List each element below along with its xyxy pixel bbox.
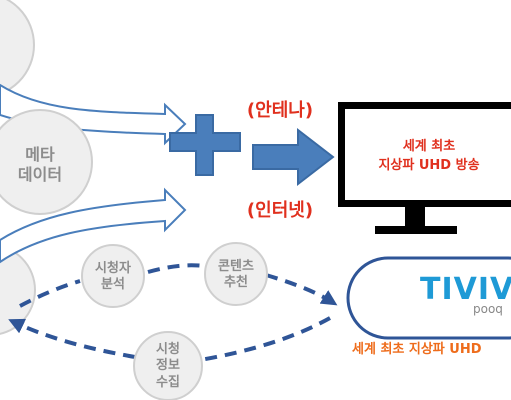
tv-stand (375, 226, 457, 234)
dashed-arrow-to-left (8, 318, 136, 359)
tv-screen (345, 109, 511, 200)
lower-curved-arrow (0, 187, 187, 264)
dashed-link-left (19, 279, 81, 308)
metadata-node (0, 109, 93, 215)
internet-label: (인터넷) (246, 200, 314, 221)
viewing-info-label: 시청 정보 수집 (156, 342, 180, 390)
left-top-node (0, 0, 35, 95)
viewing-info-node (133, 331, 203, 400)
tiviva-logo: TIVIV (420, 272, 511, 307)
content-recommend-label: 콘텐츠 추천 (218, 259, 254, 291)
tv-screen-text: 세계 최초 지상파 UHD 방송 (378, 139, 480, 173)
dashed-arrow-to-service (265, 273, 338, 306)
metadata-label: 메타 데이터 (17, 145, 63, 184)
right-arrow (252, 127, 335, 187)
pooq-logo: pooq (473, 302, 503, 316)
viewer-analysis-node (81, 244, 145, 308)
antenna-label: (안테나) (246, 100, 314, 121)
left-bottom-node (0, 245, 36, 335)
service-caption: 세계 최초 지상파 UHD (352, 342, 482, 357)
dashed-link-bottom-right (199, 316, 331, 362)
content-recommend-node (204, 242, 268, 306)
service-box (346, 256, 511, 340)
tv-neck (405, 207, 425, 229)
plus-icon (169, 114, 241, 176)
viewer-analysis-label: 시청자 분석 (95, 261, 131, 293)
dashed-link-top (147, 263, 205, 274)
